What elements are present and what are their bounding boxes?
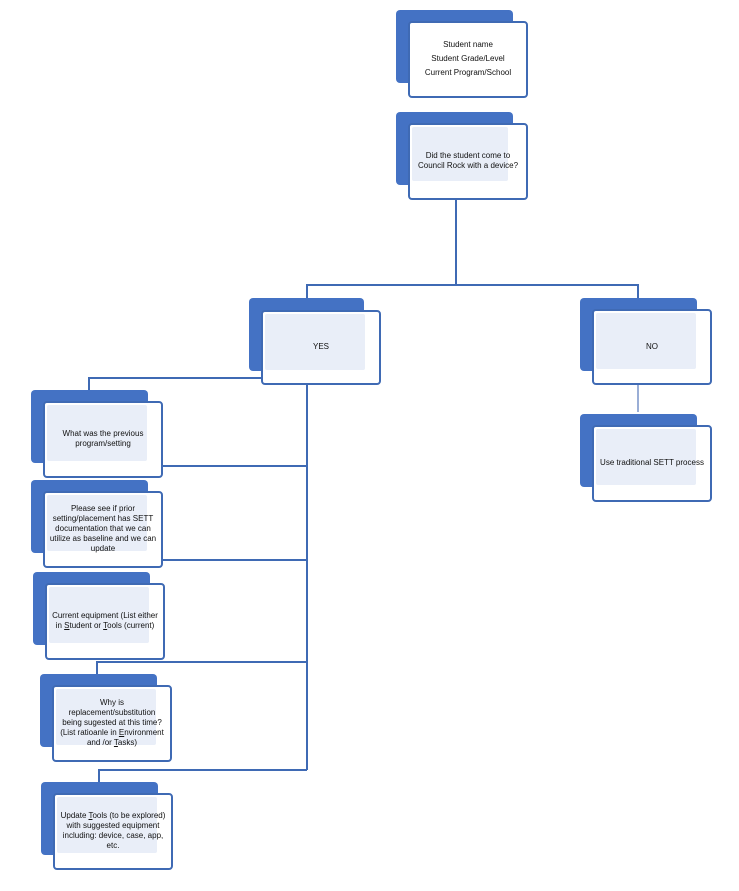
question-line-2: Council Rock with a device? [417,161,519,170]
why-replacement-line-4: (List ratioanle in Environment [60,728,164,738]
no-label: NO [646,341,658,351]
connector-question-to-branch [306,200,457,298]
student-name-text: Student name [443,40,493,49]
update-tools-underline-t: T [88,811,93,820]
previous-program-line-2: program/setting [75,439,131,448]
no-node: NO [580,298,712,385]
current-equipment-underline-s: S [64,621,70,630]
why-replacement-line-4a: (List ratioanle in [60,728,119,737]
update-tools-node: Update Tools (to be explored) with sugge… [41,782,173,870]
why-replacement-line-3: being sugested at this time? [62,718,162,727]
current-equipment-line-1: Current equipment (List either [52,611,158,620]
current-equipment-line-2a: in [55,621,65,630]
current-equipment-line-2: in Student or Tools (current) [52,621,158,631]
prior-sett-line-1: Please see if prior [70,504,135,513]
prior-sett-line-4: utilize as baseline and we can [49,534,157,543]
connector-trunk-to-why [96,661,307,674]
prior-sett-node: Please see if prior setting/placement ha… [31,480,163,568]
current-equipment-line-2c: ools (current) [107,621,155,630]
device-question-node: Did the student come to Council Rock wit… [396,112,528,200]
current-equipment-node: Current equipment (List either in Studen… [33,572,165,660]
update-tools-line-3: including: device, case, app, [62,831,164,840]
why-replacement-line-4b: nvironment [124,728,164,737]
why-replacement-line-5b: asks) [117,738,138,747]
update-tools-line-1b: ools (to be explored) [92,811,166,820]
prior-sett-line-3: documentation that we can [55,524,151,533]
traditional-sett-text: Use traditional SETT process [600,458,704,467]
why-replacement-underline-t: T [113,738,118,747]
prior-sett-line-2: setting/placement has SETT [52,514,154,523]
previous-program-line-1: What was the previous [62,429,144,438]
why-replacement-line-5: and /or Tasks) [60,738,164,748]
update-tools-line-2: with suggested equipment [66,821,160,830]
why-replacement-line-1: Why is [100,698,124,707]
connector-yes-to-previous [88,377,262,390]
question-line-1: Did the student come to [425,151,511,160]
update-tools-line-1a: Update [60,811,89,820]
why-replacement-underline-e: E [118,728,125,737]
why-replacement-line-5a: and /or [86,738,114,747]
traditional-sett-node: Use traditional SETT process [580,414,712,502]
current-program-text: Current Program/School [424,68,512,77]
current-equipment-line-2b: tudent or [69,621,104,630]
yes-node: YES [249,298,381,385]
student-info-node: Student name Student Grade/Level Current… [396,10,528,98]
connector-trunk-to-update [98,769,307,782]
prior-sett-line-5: update [90,544,116,553]
why-replacement-node: Why is replacement/substitution being su… [40,674,172,762]
yes-label: YES [312,342,329,351]
student-grade-text: Student Grade/Level [431,54,505,63]
previous-program-node: What was the previous program/setting [31,390,163,478]
update-tools-line-1: Update Tools (to be explored) [61,811,166,821]
update-tools-line-4: etc. [106,841,120,850]
current-equipment-underline-t: T [103,621,108,630]
connector-branch-to-no [456,284,639,298]
why-replacement-line-2: replacement/substitution [68,708,156,717]
